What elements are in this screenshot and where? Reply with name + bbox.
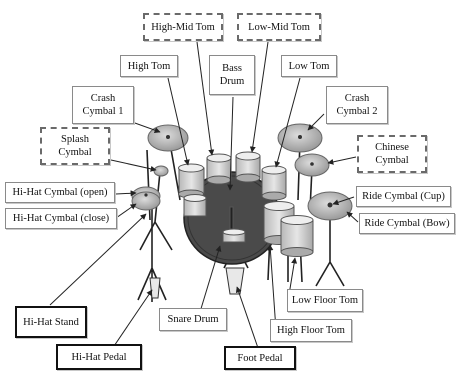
label-snare-drum: Snare Drum	[159, 308, 227, 331]
floor-toms	[263, 201, 314, 257]
label-crash-cymbal-2: Crash Cymbal 2	[326, 86, 388, 124]
label-chinese-cymbal: Chinese Cymbal	[357, 135, 427, 173]
label-low-mid-tom: Low-Mid Tom	[237, 13, 321, 41]
leader-lines	[49, 41, 359, 353]
snare	[222, 206, 246, 243]
label-bass-drum: Bass Drum	[209, 55, 255, 95]
label-high-floor-tom: High Floor Tom	[270, 319, 352, 342]
label-foot-pedal: Foot Pedal	[224, 346, 296, 370]
label-hihat-cymbal-close: Hi-Hat Cymbal (close)	[5, 208, 117, 229]
label-low-floor-tom: Low Floor Tom	[287, 289, 363, 312]
label-low-tom: Low Tom	[281, 55, 337, 77]
rack-toms	[178, 151, 287, 217]
label-crash-cymbal-1: Crash Cymbal 1	[72, 86, 134, 124]
label-high-mid-tom: High-Mid Tom	[143, 13, 223, 41]
label-ride-cymbal-bow: Ride Cymbal (Bow)	[359, 213, 455, 234]
label-splash-cymbal: Splash Cymbal	[40, 127, 110, 165]
label-hihat-cymbal-open: Hi-Hat Cymbal (open)	[5, 182, 115, 203]
label-high-tom: High Tom	[120, 55, 178, 77]
label-ride-cymbal-cup: Ride Cymbal (Cup)	[356, 186, 451, 207]
pedals	[149, 267, 245, 299]
label-hihat-stand: Hi-Hat Stand	[15, 306, 87, 338]
label-hihat-pedal: Hi-Hat Pedal	[56, 344, 142, 370]
